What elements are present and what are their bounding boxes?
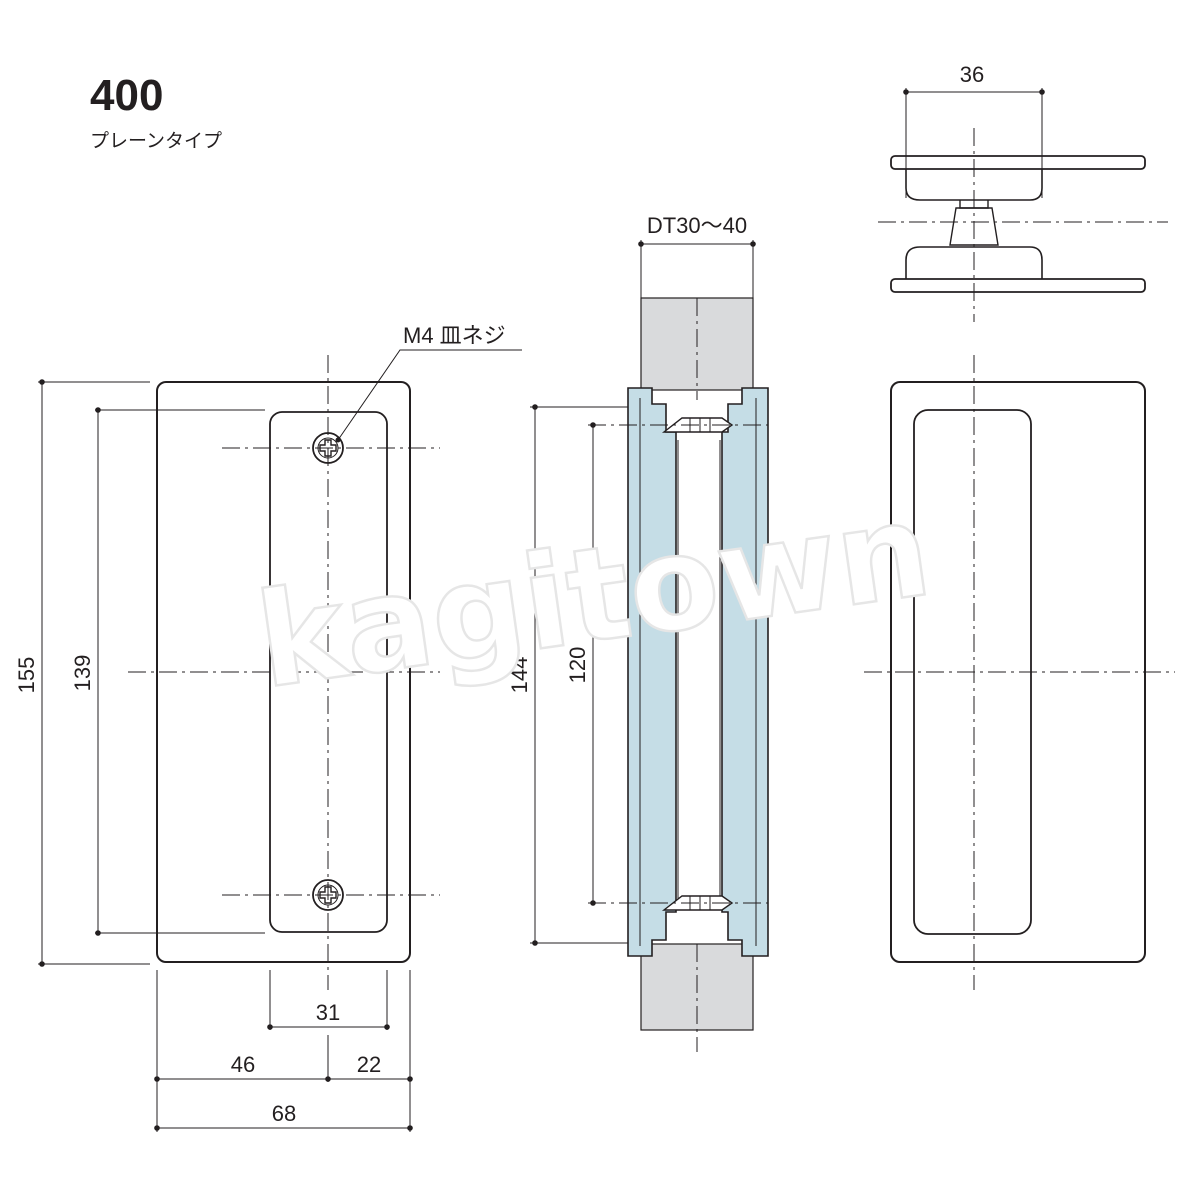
screw-bottom-icon	[312, 879, 344, 911]
handle-profile-front	[627, 387, 677, 957]
top-front-plate	[890, 155, 1146, 170]
dim-left-part: 46	[231, 1052, 255, 1077]
front-view	[128, 349, 522, 990]
rear-view	[864, 355, 1175, 990]
screw-callout-label: M4 皿ネジ	[403, 323, 506, 348]
top-view	[878, 88, 1168, 322]
dim-width-overall: 68	[272, 1101, 296, 1126]
dim-height-overall: 155	[14, 657, 39, 694]
screw-callout-leader	[337, 349, 522, 441]
handle-profile-back	[721, 387, 769, 957]
model-number: 400	[90, 71, 163, 120]
screw-top-icon	[312, 432, 344, 464]
section-view	[530, 240, 769, 1052]
dim-inner-width: 31	[316, 1000, 340, 1025]
dim-screw-pitch: 120	[565, 647, 590, 684]
top-back-plate	[890, 278, 1146, 293]
dim-depth: 36	[960, 62, 984, 87]
dim-height-inner: 139	[70, 655, 95, 692]
dim-right-part: 22	[357, 1052, 381, 1077]
type-name: プレーンタイプ	[90, 130, 222, 152]
dim-outer-height: 144	[507, 657, 532, 694]
front-dimensions	[38, 379, 413, 1132]
watermark: kagitown	[248, 473, 938, 718]
door-thickness-label: DT30〜40	[647, 213, 747, 238]
